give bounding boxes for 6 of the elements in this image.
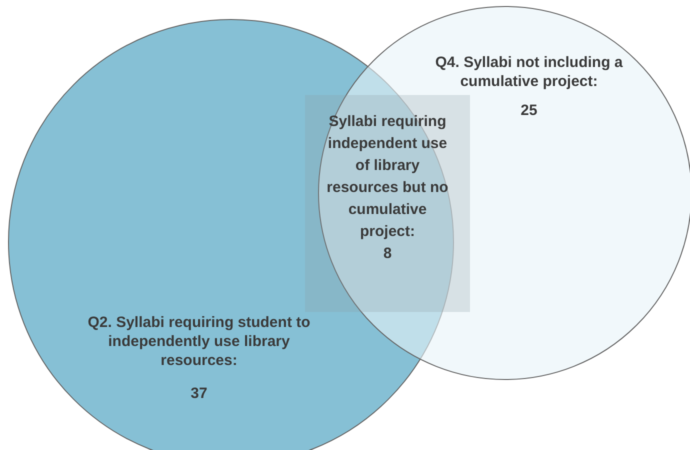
set-label: Q2. Syllabi requiring student to independently use library resources: [86, 313, 312, 370]
count-label: 37 [190, 384, 208, 403]
overlap-box [305, 95, 470, 312]
set-label: Q4. Syllabi not including a cumulative project: [434, 53, 624, 91]
count-label: 25 [520, 101, 538, 120]
count-label: 8 [383, 244, 392, 264]
